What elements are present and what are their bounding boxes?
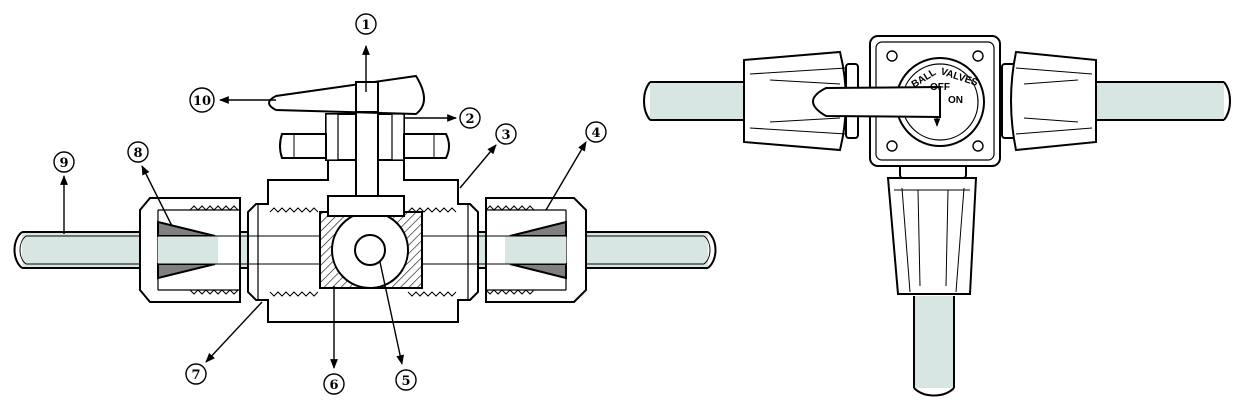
- dial-off-label: OFF: [930, 82, 950, 93]
- ext-tube-right: [1096, 81, 1231, 121]
- ball: [331, 211, 409, 289]
- dial-on-label: ON: [948, 95, 963, 106]
- ext-handle: [812, 85, 941, 119]
- callout-3-text: 3: [501, 128, 510, 143]
- callout-7-text: 7: [191, 368, 200, 383]
- callout-5: 5: [395, 369, 417, 391]
- callout-leaders: [60, 45, 587, 369]
- section-view: [13, 45, 717, 369]
- callout-2-text: 2: [465, 112, 474, 127]
- ext-tube-left: [643, 81, 744, 121]
- callout-10-text: 10: [193, 94, 211, 109]
- ext-tube-bottom: [913, 296, 955, 397]
- callout-4: 4: [585, 121, 607, 143]
- callout-8-text: 8: [133, 146, 142, 161]
- callout-labels: 1 2 3 4 5 6 7 8: [53, 13, 607, 395]
- callout-9: 9: [53, 151, 75, 173]
- callout-6: 6: [323, 373, 345, 395]
- callout-7: 7: [185, 363, 207, 385]
- callout-6-text: 6: [329, 378, 338, 393]
- callout-8: 8: [127, 141, 149, 163]
- ext-nut-right: [1001, 50, 1097, 152]
- callout-3: 3: [495, 123, 517, 145]
- panel-lugs: [279, 133, 450, 159]
- external-view: [643, 35, 1231, 397]
- callout-1: 1: [355, 13, 377, 35]
- callout-1-text: 1: [361, 18, 370, 33]
- nut-left: [139, 197, 248, 303]
- handle: [268, 74, 425, 116]
- callout-2: 2: [459, 107, 481, 129]
- callout-10: 10: [189, 87, 215, 113]
- nut-right: [478, 197, 587, 303]
- ext-nut-bottom: [886, 163, 978, 295]
- callout-9-text: 9: [59, 156, 68, 171]
- callout-4-text: 4: [591, 126, 600, 141]
- callout-5-text: 5: [401, 374, 410, 389]
